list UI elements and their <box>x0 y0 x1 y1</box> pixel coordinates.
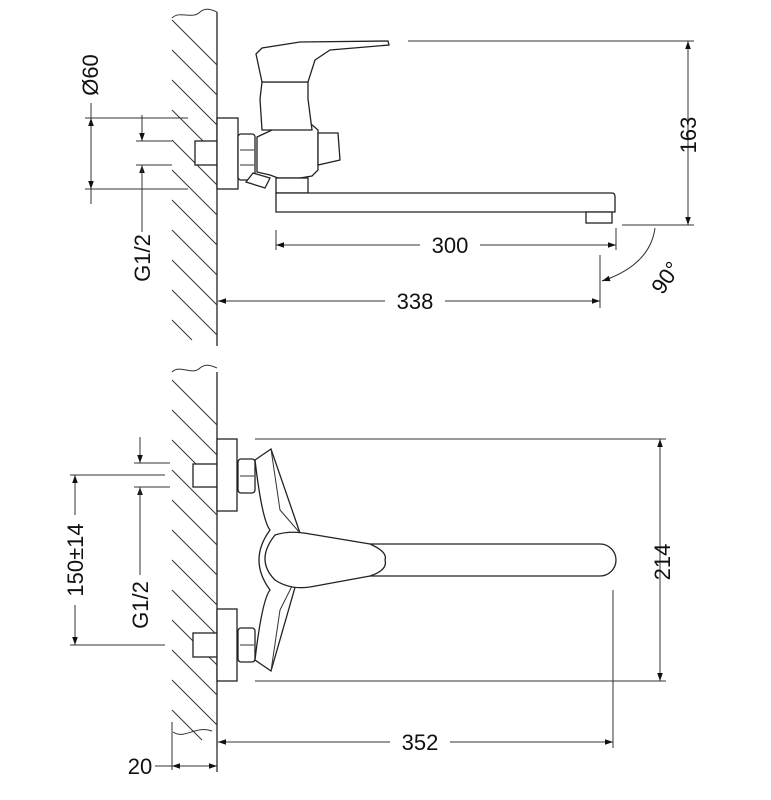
dim-height-163: 163 <box>408 40 701 226</box>
dim-label-352: 352 <box>402 730 439 755</box>
mixer-body <box>244 40 390 194</box>
hatch-line <box>171 319 193 341</box>
dim-thread-top: G1/2 <box>130 115 172 282</box>
hatch-line <box>171 229 218 276</box>
hatch-line <box>171 79 218 126</box>
dim-label-150: 150±14 <box>63 523 88 596</box>
hatch-line <box>171 589 218 636</box>
dim-flange-diameter: Ø60 <box>78 54 188 204</box>
dim-label-163: 163 <box>676 117 701 154</box>
hatch-line <box>171 559 218 606</box>
hatch-line <box>171 499 218 546</box>
hatch-line <box>171 709 203 741</box>
dim-label-20: 20 <box>128 754 152 779</box>
flange <box>194 117 256 190</box>
hatch-line <box>171 169 218 216</box>
dim-reach-338: 338 <box>218 255 601 314</box>
hatch-line <box>171 409 218 456</box>
dim-reach-352: 352 <box>218 590 614 755</box>
dim-label-214: 214 <box>650 544 675 581</box>
dim-spout-300: 300 <box>275 228 617 258</box>
dim-label-d60: Ø60 <box>78 54 103 96</box>
hatch-line <box>171 679 218 726</box>
flange-lower <box>192 608 256 682</box>
wall-section-bottom <box>171 364 218 772</box>
hatch-line <box>171 259 218 306</box>
dim-rotation-90: 90° <box>601 224 686 299</box>
dim-label-90deg: 90° <box>646 257 686 299</box>
hatch-line <box>171 529 218 576</box>
spout <box>275 192 616 224</box>
hatch-line <box>171 379 218 426</box>
dim-center-distance: 150±14 <box>63 474 165 646</box>
dim-offset-20: 20 <box>128 748 218 779</box>
wall-section-top <box>171 8 218 346</box>
dim-thread-bottom: G1/2 <box>128 437 170 629</box>
hatch-line <box>171 289 218 336</box>
dim-label-338: 338 <box>397 289 434 314</box>
flange-upper <box>192 438 256 512</box>
hatch-line <box>171 19 218 66</box>
side-view: 163 300 338 90° Ø6 <box>78 8 701 346</box>
front-view: 214 352 20 150±14 <box>63 364 675 779</box>
hatch-line <box>171 649 218 696</box>
dim-label-g12-bottom: G1/2 <box>128 581 153 629</box>
dim-height-214: 214 <box>255 438 675 682</box>
hatch-line <box>171 469 218 516</box>
hatch-line <box>171 49 218 96</box>
dim-label-g12-top: G1/2 <box>130 234 155 282</box>
lever-handle <box>264 531 617 589</box>
dim-label-300: 300 <box>432 233 469 258</box>
hatch-line <box>171 199 218 246</box>
